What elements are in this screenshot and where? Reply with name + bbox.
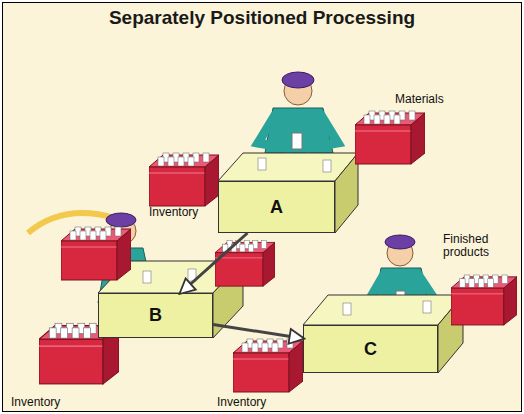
station-letter: C xyxy=(364,339,377,360)
area-label: Inventory xyxy=(217,396,266,409)
area-label: Inventory xyxy=(11,396,60,409)
flow-arrows xyxy=(3,3,521,411)
workstation-table: A xyxy=(218,181,335,233)
inventory-crates xyxy=(39,111,517,392)
area-label: Inventory xyxy=(149,206,198,219)
station-letter: A xyxy=(270,197,283,218)
workstation-table: C xyxy=(303,325,438,373)
area-label: Finished products xyxy=(443,233,513,259)
station-letter: B xyxy=(149,305,162,326)
area-label: Materials xyxy=(395,93,444,106)
diagram-title: Separately Positioned Processing xyxy=(3,7,521,29)
flow-arrow xyxy=(213,324,303,338)
flow-arrow xyxy=(181,233,248,293)
worker-a xyxy=(258,72,338,153)
workstation-table: B xyxy=(98,293,213,338)
